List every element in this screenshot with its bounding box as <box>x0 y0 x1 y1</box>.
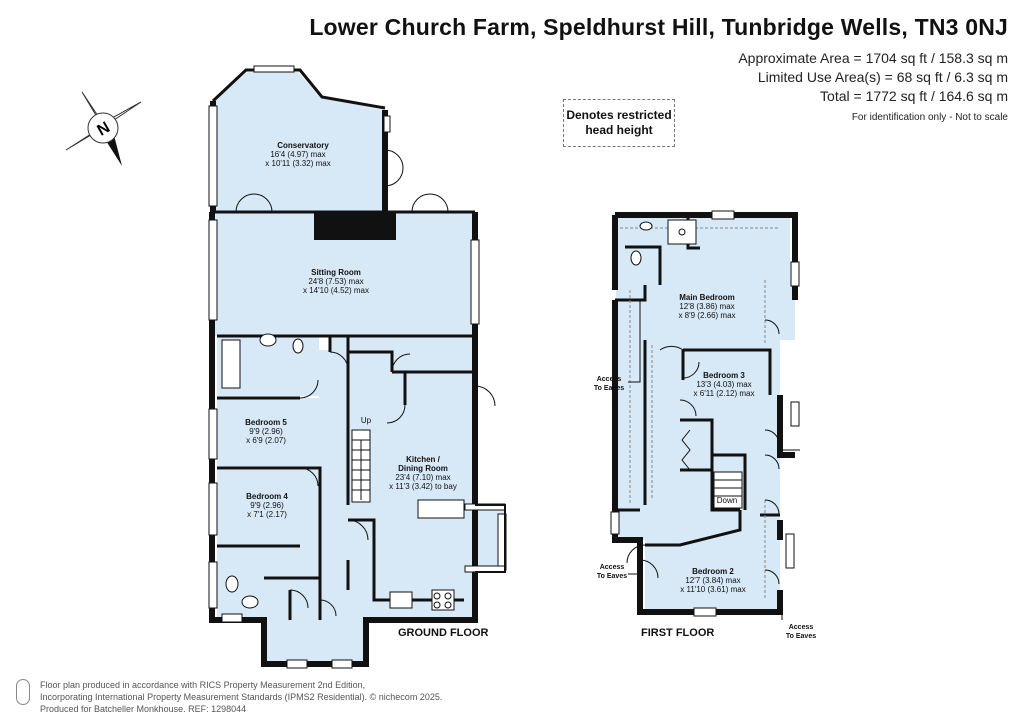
eaves-access-1-line1: Access <box>597 376 622 383</box>
bedroom4-name: Bedroom 4 <box>246 492 288 501</box>
restricted-height-legend: Denotes restricted head height <box>563 99 675 147</box>
sitting-room-dim1: 24'8 (7.53) max <box>308 277 363 286</box>
bedroom2-name: Bedroom 2 <box>692 567 734 576</box>
identification-note: For identification only - Not to scale <box>851 112 1008 123</box>
main-bedroom-dim1: 12'8 (3.86) max <box>679 302 734 311</box>
kitchen-dim2: x 11'3 (3.42) to bay <box>389 482 457 491</box>
conservatory-dim2: x 10'11 (3.32) max <box>265 159 330 168</box>
main-bedroom-name: Main Bedroom <box>679 293 735 302</box>
legend-line-2: head height <box>585 123 653 137</box>
approximate-area: Approximate Area = 1704 sq ft / 158.3 sq… <box>738 50 1008 66</box>
total-area: Total = 1772 sq ft / 164.6 sq m <box>820 88 1008 104</box>
bedroom3-name: Bedroom 3 <box>703 371 745 380</box>
bedroom3-dim1: 13'3 (4.03) max <box>696 380 751 389</box>
conservatory-name: Conservatory <box>277 141 329 150</box>
footer-credits: Floor plan produced in accordance with R… <box>40 679 442 715</box>
eaves-access-1-line2: To Eaves <box>594 385 624 392</box>
ground-floor-label: GROUND FLOOR <box>398 627 488 639</box>
bedroom2-dim1: 12'7 (3.84) max <box>685 576 740 585</box>
first-floor-labels: Main Bedroom 12'8 (3.86) max x 8'9 (2.66… <box>594 293 816 640</box>
bedroom4-dim2: x 7'1 (2.17) <box>247 510 287 519</box>
kitchen-dim1: 23'4 (7.10) max <box>395 473 450 482</box>
kitchen-name-1: Kitchen / <box>406 455 441 464</box>
limited-use-area: Limited Use Area(s) = 68 sq ft / 6.3 sq … <box>757 69 1008 85</box>
eaves-access-3-line2: To Eaves <box>786 633 816 640</box>
footer-line-2: Incorporating International Property Mea… <box>40 692 443 702</box>
eaves-access-2-line2: To Eaves <box>597 573 627 580</box>
conservatory-dim1: 16'4 (4.97) max <box>270 150 325 159</box>
sitting-room-dim2: x 14'10 (4.52) max <box>303 286 369 295</box>
eaves-access-3-line1: Access <box>789 624 814 631</box>
main-bedroom-dim2: x 8'9 (2.66) max <box>678 311 735 320</box>
bedroom5-dim2: x 6'9 (2.07) <box>246 436 286 445</box>
legend-line-1: Denotes restricted <box>566 108 672 122</box>
ground-floor-plan <box>208 65 507 669</box>
compass-icon: N <box>65 91 142 166</box>
kitchen-name-2: Dining Room <box>398 464 448 473</box>
property-title: Lower Church Farm, Speldhurst Hill, Tunb… <box>309 14 1008 40</box>
bedroom3-dim2: x 6'11 (2.12) max <box>694 389 755 398</box>
nichecom-logo-icon <box>16 679 30 705</box>
first-floor-label: FIRST FLOOR <box>641 627 714 639</box>
bedroom5-name: Bedroom 5 <box>245 418 287 427</box>
stairs-down-label: Down <box>717 496 737 505</box>
bedroom5-dim1: 9'9 (2.96) <box>249 427 283 436</box>
bedroom2-dim2: x 11'10 (3.61) max <box>680 585 745 594</box>
bedroom4-dim1: 9'9 (2.96) <box>250 501 284 510</box>
footer-line-1: Floor plan produced in accordance with R… <box>40 680 366 690</box>
stairs-up-label: Up <box>361 416 372 425</box>
area-summary: Approximate Area = 1704 sq ft / 158.3 sq… <box>738 49 1008 127</box>
eaves-access-2-line1: Access <box>600 564 625 571</box>
ground-floor-labels: Conservatory 16'4 (4.97) max x 10'11 (3.… <box>245 141 488 639</box>
sitting-room-name: Sitting Room <box>311 268 361 277</box>
first-floor-plan <box>610 210 800 620</box>
footer-line-3: Produced for Batcheller Monkhouse. REF: … <box>40 704 247 714</box>
